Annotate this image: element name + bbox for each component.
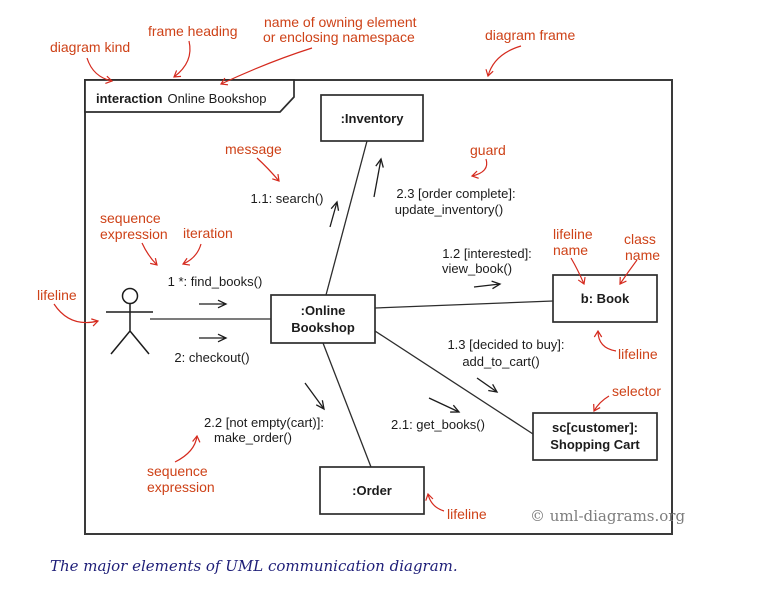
lifeline-label-shopping-cart-1: sc[customer]: [552,420,638,435]
annotation-class-name-2: name [625,247,660,263]
annotation-lifeline-name-2: name [553,242,588,258]
annotation-diagram-kind: diagram kind [50,39,130,55]
annotation-guard: guard [470,142,506,158]
annotation-arrow-lifeline-name [570,257,586,286]
message-label-get-books: 2.1: get_books() [391,417,485,432]
annotation-arrow-frame-heading [173,40,191,78]
message-label-view-book-1: 1.2 [interested]: [442,246,532,261]
figure-caption: The major elements of UML communication … [50,557,458,575]
annotation-sequence-expression-bottom-2: expression [147,479,215,495]
link-bookshop-order [322,342,372,468]
lifeline-box-order [319,466,425,515]
annotation-sequence-expression-top-1: sequence [100,210,161,226]
frame-name-text: Online Bookshop [167,91,266,106]
message-arrow-make-order [304,382,325,411]
message-arrow-search [329,200,340,228]
message-arrow-add-to-cart [476,377,499,393]
message-label-add-to-cart-2: add_to_cart() [462,354,539,369]
annotation-arrow-diagram-kind [86,57,114,84]
annotation-arrow-sequence-expression-top [141,242,158,266]
frame-heading-pentagon [84,79,295,113]
annotation-arrow-selector [593,395,610,412]
message-arrow-view-book [473,280,502,290]
message-arrow-get-books [428,397,461,413]
annotation-arrow-sequence-expression-bottom [174,434,201,463]
annotation-frame-heading: frame heading [148,23,238,39]
link-bookshop-cart [374,330,534,435]
annotation-arrow-lifeline-right [593,329,617,352]
message-arrow-update-inventory [373,157,384,198]
annotation-lifeline-name-1: lifeline [553,226,593,242]
message-label-make-order-2: make_order() [214,430,292,445]
lifeline-box-book [552,274,658,323]
annotation-arrow-owning-element [219,47,313,86]
message-label-update-inventory-1: 2.3 [order complete]: [396,186,515,201]
copyright-text: © uml-diagrams.org [530,507,685,525]
annotation-owning-element-2: or enclosing namespace [263,29,415,45]
diagram-kind-text: interaction [96,91,163,106]
annotation-selector: selector [612,383,661,399]
lifeline-label-inventory: :Inventory [341,111,405,126]
frame-heading-text: interaction Online Bookshop [96,91,266,106]
annotation-lifeline-bottom: lifeline [447,506,487,522]
annotation-arrow-diagram-frame [485,45,522,78]
message-label-search: 1.1: search() [251,191,324,206]
lifeline-box-online-bookshop [270,294,376,344]
actor-customer [106,287,153,355]
annotation-sequence-expression-top-2: expression [100,226,168,242]
annotation-owning-element-1: name of owning element [264,14,417,30]
annotation-iteration: iteration [183,225,233,241]
lifeline-box-inventory [320,94,424,142]
lifeline-box-shopping-cart [532,412,658,461]
annotation-lifeline-right: lifeline [618,346,658,362]
link-bookshop-inventory [325,140,368,296]
actor-body [106,303,153,355]
annotation-lifeline-left: lifeline [37,287,77,303]
annotation-class-name-1: class [624,231,656,247]
message-label-update-inventory-2: update_inventory() [395,202,503,217]
annotation-message: message [225,141,282,157]
annotation-arrow-iteration [181,243,202,266]
message-label-find-books: 1 *: find_books() [168,274,263,289]
lifeline-label-online-bookshop-2: Bookshop [291,320,355,335]
annotation-arrow-class-name [619,259,638,285]
annotation-arrow-guard [470,158,488,179]
message-label-checkout: 2: checkout() [174,350,249,365]
annotation-diagram-frame: diagram frame [485,27,575,43]
message-label-make-order-1: 2.2 [not empty(cart)]: [204,415,324,430]
annotation-arrow-message [256,157,280,182]
link-bookshop-book [374,300,554,309]
annotation-arrow-lifeline-left [53,303,100,327]
message-label-add-to-cart-1: 1.3 [decided to buy]: [447,337,564,352]
diagram-frame [84,79,673,535]
lifeline-label-book: b: Book [581,291,630,306]
message-label-view-book-2: view_book() [442,261,512,276]
lifeline-label-shopping-cart-2: Shopping Cart [550,437,640,452]
lifeline-label-online-bookshop-1: :Online [301,303,346,318]
annotation-sequence-expression-bottom-1: sequence [147,463,208,479]
actor-head [121,287,139,305]
annotation-arrow-lifeline-bottom [425,492,445,512]
lifeline-label-order: :Order [352,483,392,498]
